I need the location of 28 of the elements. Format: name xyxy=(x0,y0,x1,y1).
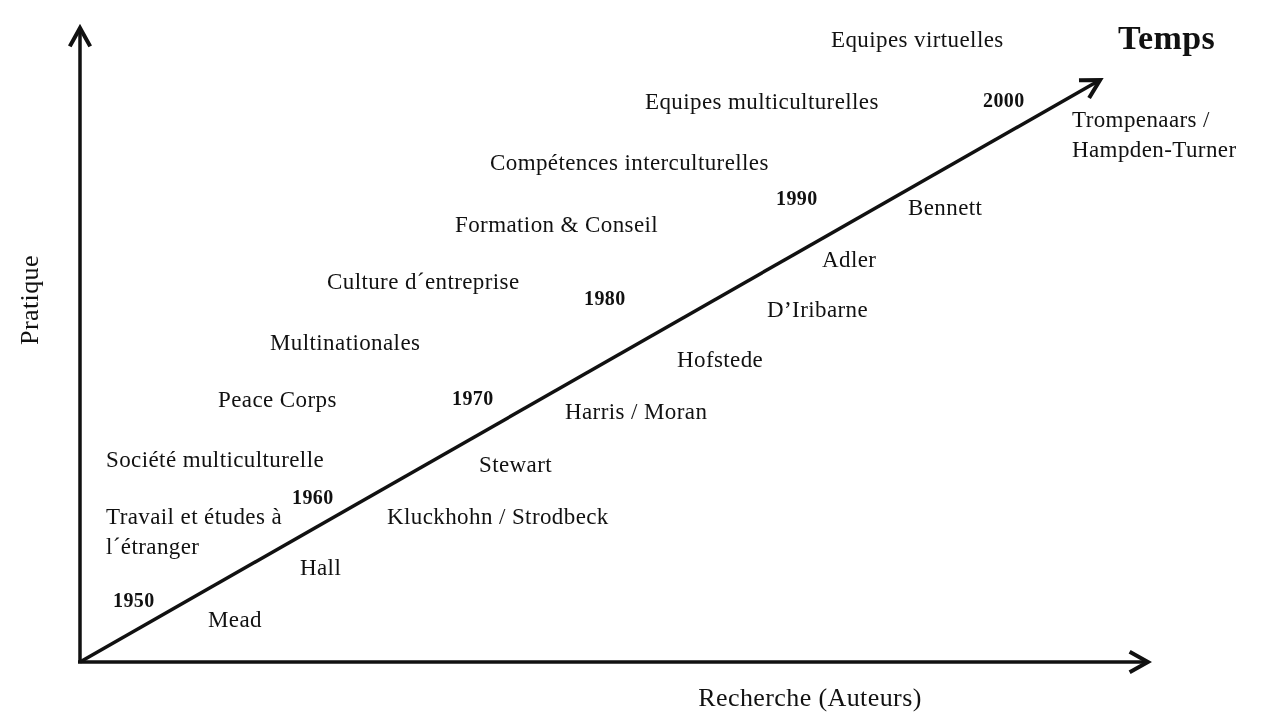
label: Multinationales xyxy=(270,329,421,358)
year-label: 1950 xyxy=(113,588,155,613)
label: Hall xyxy=(300,554,342,583)
label: Culture d´entreprise xyxy=(327,268,520,297)
label: Mead xyxy=(208,606,262,635)
label: Trompenaars / Hampden-Turner xyxy=(1072,106,1238,164)
label: Compétences interculturelles xyxy=(490,149,769,178)
axis-title: Temps xyxy=(1118,17,1216,58)
year-label: 1960 xyxy=(292,485,334,510)
label: D’Iribarne xyxy=(767,296,869,325)
label: Bennett xyxy=(908,194,983,223)
axis-title: Pratique xyxy=(14,255,46,345)
label: Kluckhohn / Strodbeck xyxy=(387,503,609,532)
year-label: 1980 xyxy=(584,286,626,311)
label: Formation & Conseil xyxy=(455,211,659,240)
label: Peace Corps xyxy=(218,386,337,415)
axis-title: Recherche (Auteurs) xyxy=(698,682,922,715)
year-label: 2000 xyxy=(983,88,1025,113)
label: Equipes virtuelles xyxy=(831,26,1004,55)
label: Harris / Moran xyxy=(565,398,708,427)
label: Travail et études à l´étranger xyxy=(106,503,283,561)
label: Equipes multiculturelles xyxy=(645,88,879,117)
label: Adler xyxy=(822,246,877,275)
year-label: 1970 xyxy=(452,386,494,411)
label: Stewart xyxy=(479,451,553,480)
label: Société multiculturelle xyxy=(106,446,325,475)
label: Hofstede xyxy=(677,346,764,375)
year-label: 1990 xyxy=(776,186,818,211)
